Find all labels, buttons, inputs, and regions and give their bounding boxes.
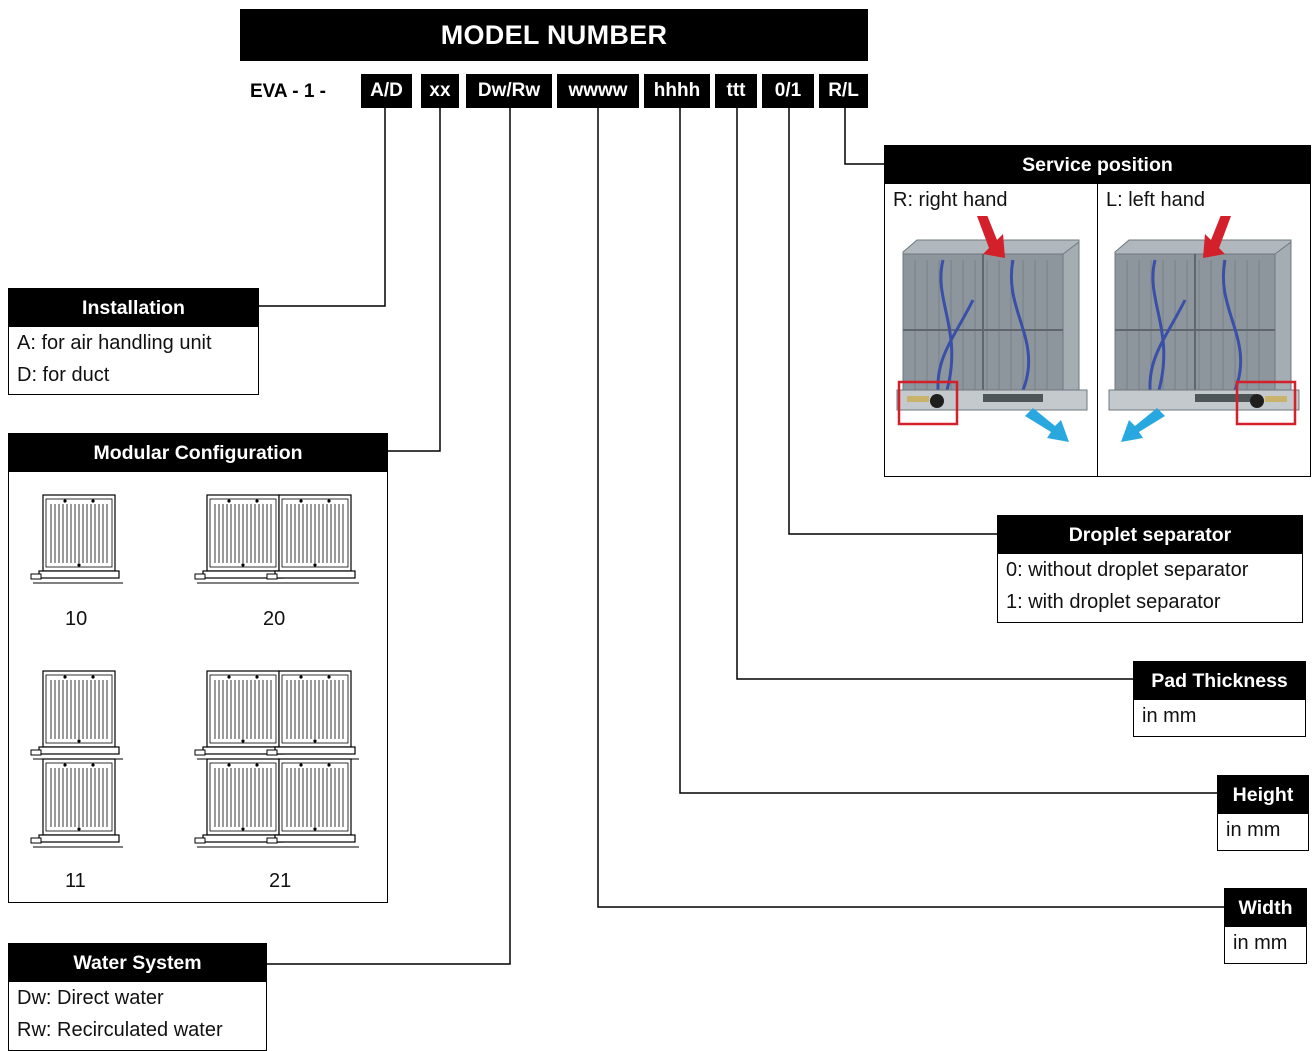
air-out-arrow-right (1025, 408, 1069, 442)
segment-width: wwww (557, 74, 639, 108)
droplet-option-0: 0: without droplet separator (1006, 559, 1249, 581)
config-label-20: 20 (263, 608, 286, 630)
service-left-label: L: left hand (1106, 189, 1205, 211)
water-system-header: Water System (9, 944, 266, 982)
config-label-21: 21 (269, 870, 292, 892)
installation-header: Installation (9, 289, 258, 327)
width-unit: in mm (1233, 932, 1288, 954)
unit-left-hand (1107, 238, 1301, 412)
config-20-drawing (194, 494, 360, 584)
height-unit: in mm (1226, 819, 1281, 841)
config-10-drawing (30, 494, 124, 584)
service-position-box: Service position R: right hand L: left h… (884, 145, 1311, 477)
service-right-label: R: right hand (893, 189, 1008, 211)
droplet-option-1: 1: with droplet separator (1006, 591, 1221, 613)
segment-installation: A/D (361, 74, 412, 108)
segment-droplet-separator: 0/1 (762, 74, 814, 108)
segment-service-position: R/L (819, 74, 868, 108)
segment-pad-thickness: ttt (715, 74, 757, 108)
unit-right-hand (895, 238, 1089, 412)
model-number-title: MODEL NUMBER (240, 9, 868, 61)
modular-configuration-box: Modular Configuration (8, 433, 388, 903)
installation-option-d: D: for duct (17, 364, 110, 386)
height-header: Height (1218, 776, 1308, 814)
service-illustrations (895, 216, 1301, 442)
width-header: Width (1225, 889, 1306, 927)
water-option-rw: Rw: Recirculated water (17, 1019, 223, 1041)
service-highlight-right (897, 380, 959, 426)
segment-configuration: xx (421, 74, 459, 108)
pad-thickness-box: Pad Thickness in mm (1133, 661, 1306, 737)
config-11-drawing (30, 670, 124, 848)
service-right-panel: R: right hand (885, 184, 1097, 476)
segment-water-system: Dw/Rw (466, 74, 552, 108)
water-system-box: Water System Dw: Direct water Rw: Recirc… (8, 943, 267, 1051)
installation-box: Installation A: for air handling unit D:… (8, 288, 259, 395)
config-21-drawing (194, 670, 360, 848)
air-in-arrow-left (1203, 216, 1231, 258)
model-prefix: EVA - 1 - (250, 81, 327, 102)
config-label-10: 10 (65, 608, 88, 630)
service-left-panel: L: left hand (1097, 184, 1310, 476)
configuration-drawings (30, 494, 360, 848)
droplet-separator-header: Droplet separator (998, 516, 1302, 554)
height-box: Height in mm (1217, 775, 1309, 851)
air-in-arrow-right (977, 216, 1005, 258)
modular-configuration-header: Modular Configuration (9, 434, 387, 472)
segment-height: hhhh (644, 74, 710, 108)
droplet-separator-box: Droplet separator 0: without droplet sep… (997, 515, 1303, 623)
pad-thickness-unit: in mm (1142, 705, 1197, 727)
width-box: Width in mm (1224, 888, 1307, 964)
service-position-header: Service position (885, 146, 1310, 184)
pad-thickness-header: Pad Thickness (1134, 662, 1305, 700)
water-option-dw: Dw: Direct water (17, 987, 164, 1009)
air-out-arrow-left (1121, 408, 1165, 442)
installation-option-a: A: for air handling unit (17, 332, 212, 354)
service-highlight-left (1235, 380, 1297, 426)
config-label-11: 11 (65, 870, 86, 892)
